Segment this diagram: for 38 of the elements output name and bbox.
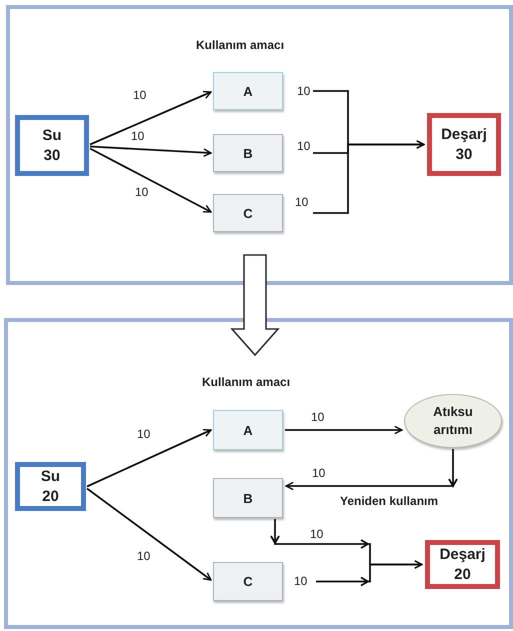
- edge-label: 10: [311, 466, 326, 480]
- treatment-ellipse: Atıksu arıtımı: [404, 394, 502, 448]
- arrow: [90, 90, 212, 146]
- edge-label: 10: [134, 185, 150, 199]
- block-arrow: [230, 254, 280, 356]
- arrow: [285, 448, 458, 490]
- usage-box: A: [213, 72, 283, 110]
- edge-label: 10: [309, 527, 324, 541]
- source-box: Su 20: [15, 462, 86, 511]
- edge-label: 10: [136, 549, 152, 563]
- discharge-box: Deşarj 20: [425, 540, 500, 589]
- source-box: Su 30: [15, 115, 89, 176]
- edge-label: 10: [136, 427, 152, 441]
- edge-label: 10: [132, 88, 148, 102]
- edge-label: 10: [293, 574, 308, 588]
- edge-label: 10: [130, 129, 146, 143]
- edge-label: 10: [310, 410, 326, 424]
- usage-box: B: [213, 478, 283, 518]
- arrow: [86, 429, 212, 488]
- usage-box: C: [213, 562, 283, 601]
- usage-box: C: [213, 194, 283, 232]
- caption-text: Kullanım amacı: [196, 38, 284, 52]
- panel: [4, 318, 513, 629]
- arrow: [90, 146, 212, 157]
- caption-text: Yeniden kullanım: [340, 494, 438, 508]
- arrow: [285, 426, 403, 434]
- edge-label: 10: [294, 195, 310, 209]
- panel: [6, 5, 513, 285]
- caption-text: Kullanım amacı: [202, 375, 290, 389]
- usage-box: A: [213, 410, 283, 450]
- arrow: [86, 488, 212, 581]
- usage-box: B: [213, 134, 283, 172]
- discharge-box: Deşarj 30: [427, 113, 501, 176]
- arrow: [313, 140, 425, 214]
- arrow: [90, 148, 212, 213]
- arrow: [315, 560, 423, 586]
- edge-label: 10: [296, 139, 312, 153]
- edge-label: 10: [296, 84, 312, 98]
